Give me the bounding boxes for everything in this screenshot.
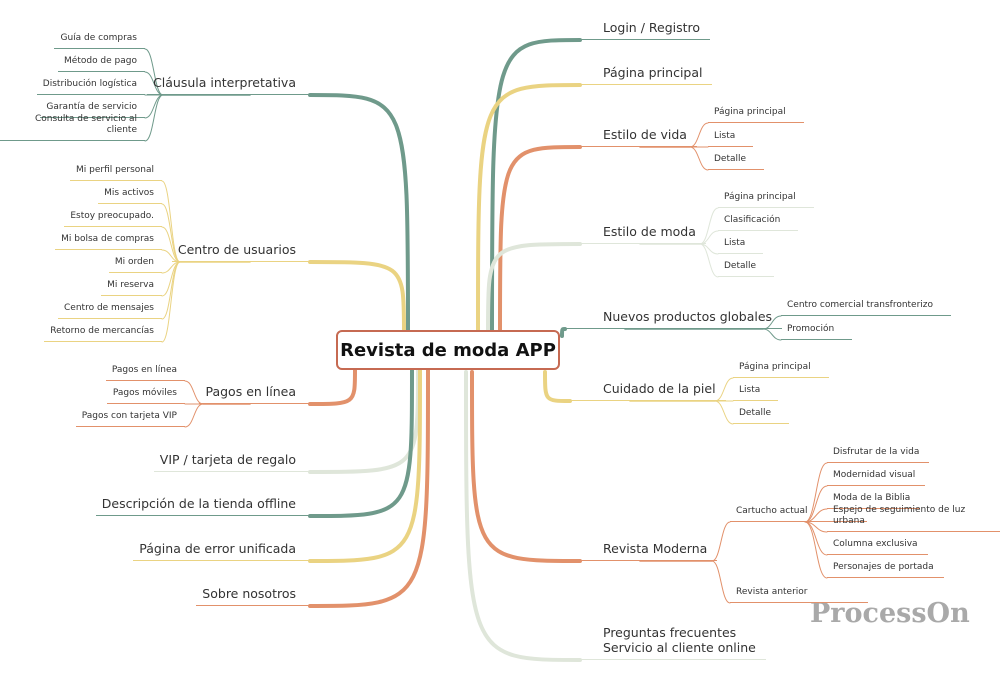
- subtopic-leaf[interactable]: Modernidad visual: [827, 470, 926, 486]
- subtopic[interactable]: Lista: [718, 238, 764, 254]
- subtopic-connector: [804, 521, 828, 579]
- branch-connector: [476, 83, 582, 332]
- subtopic[interactable]: Revista anterior: [730, 587, 868, 603]
- subtopic-connector: [161, 261, 181, 320]
- subtopic[interactable]: Pagos móviles: [106, 388, 185, 404]
- subtopic[interactable]: Pagos con tarjeta VIP: [75, 411, 185, 427]
- central-topic[interactable]: Revista de moda APP: [336, 330, 560, 370]
- subtopic[interactable]: Centro de mensajes: [58, 303, 162, 319]
- subtopic[interactable]: Mi reserva: [101, 280, 162, 296]
- subtopic[interactable]: Estoy preocupado.: [64, 211, 162, 227]
- subtopic[interactable]: Garantía de servicio: [40, 102, 145, 118]
- subtopic[interactable]: Detalle: [733, 408, 790, 424]
- branch-topic[interactable]: Estilo de vida: [580, 127, 697, 147]
- branch-connector: [308, 368, 430, 608]
- branch-connector: [308, 368, 420, 474]
- branch-connector: [486, 242, 582, 332]
- branch-topic[interactable]: VIP / tarjeta de regalo: [153, 452, 310, 472]
- subtopic-connector: [184, 403, 204, 428]
- subtopic-connector: [804, 485, 828, 523]
- branch-connector: [498, 145, 582, 332]
- subtopic[interactable]: Guía de compras: [54, 33, 145, 49]
- branch-connector: [470, 370, 582, 563]
- subtopic[interactable]: Página principal: [733, 362, 829, 378]
- processon-watermark: ProcessOn: [810, 598, 970, 629]
- subtopic[interactable]: Página principal: [718, 192, 814, 208]
- subtopic-connector: [144, 94, 164, 142]
- subtopic-connector: [762, 328, 782, 341]
- subtopic-leaf[interactable]: Columna exclusiva: [827, 539, 928, 555]
- branch-topic[interactable]: Cláusula interpretativa: [147, 75, 310, 95]
- subtopic-connector: [699, 207, 719, 245]
- subtopic[interactable]: Lista: [708, 131, 754, 147]
- branch-connector: [308, 368, 414, 518]
- branch-connector: [490, 38, 582, 332]
- subtopic[interactable]: Consulta de servicio al cliente: [0, 114, 145, 141]
- branch-topic[interactable]: Revista Moderna: [580, 541, 718, 561]
- subtopic-leaf[interactable]: Disfrutar de la vida: [827, 447, 930, 463]
- subtopic[interactable]: Página principal: [708, 107, 804, 123]
- branch-connector: [308, 260, 406, 334]
- branch-topic[interactable]: Nuevos productos globales: [565, 309, 783, 329]
- subtopic[interactable]: Método de pago: [58, 56, 145, 72]
- subtopic-connector: [804, 462, 828, 523]
- subtopic[interactable]: Pagos en línea: [105, 365, 185, 381]
- subtopic-connector: [711, 521, 731, 562]
- subtopic[interactable]: Detalle: [718, 261, 775, 277]
- branch-topic[interactable]: Centro de usuarios: [171, 242, 310, 262]
- subtopic[interactable]: Promoción: [781, 324, 853, 340]
- branch-topic[interactable]: Cuidado de la piel: [570, 381, 726, 401]
- subtopic-leaf[interactable]: Personajes de portada: [827, 562, 944, 578]
- subtopic-connector: [711, 560, 731, 604]
- subtopic-connector: [144, 94, 164, 119]
- subtopic-connector: [714, 400, 734, 425]
- branch-connector: [308, 368, 357, 406]
- subtopic[interactable]: Clasificación: [718, 215, 799, 231]
- subtopic[interactable]: Mi perfil personal: [70, 165, 162, 181]
- subtopic[interactable]: Detalle: [708, 154, 765, 170]
- subtopic[interactable]: Centro comercial transfronterizo: [781, 300, 952, 316]
- subtopic-leaf[interactable]: Espejo de seguimiento de luz urbana: [827, 505, 1000, 532]
- subtopic-connector: [144, 48, 164, 96]
- branch-connector: [560, 327, 567, 338]
- subtopic[interactable]: Mi bolsa de compras: [55, 234, 162, 250]
- branch-topic[interactable]: Preguntas frecuentes Servicio al cliente…: [580, 625, 766, 660]
- subtopic[interactable]: Mi orden: [108, 257, 162, 273]
- branch-topic[interactable]: Estilo de moda: [580, 224, 706, 244]
- subtopic[interactable]: Cartucho actual: [730, 506, 868, 522]
- subtopic[interactable]: Retorno de mercancías: [44, 326, 162, 342]
- subtopic[interactable]: Mis activos: [98, 188, 162, 204]
- branch-topic[interactable]: Página de error unificada: [133, 541, 310, 561]
- branch-topic[interactable]: Página principal: [580, 65, 713, 85]
- subtopic-connector: [161, 226, 181, 263]
- branch-connector: [543, 370, 572, 403]
- branch-connector: [308, 93, 410, 334]
- branch-connector: [308, 368, 422, 563]
- subtopic-connector: [161, 203, 181, 263]
- subtopic-leaf[interactable]: Moda de la Biblia: [827, 493, 921, 509]
- subtopic[interactable]: Lista: [733, 385, 779, 401]
- subtopic-connector: [699, 243, 719, 278]
- branch-topic[interactable]: Sobre nosotros: [196, 586, 310, 606]
- branch-topic[interactable]: Pagos en línea: [199, 384, 310, 404]
- subtopic-connector: [689, 146, 709, 171]
- branch-topic[interactable]: Descripción de la tienda offline: [95, 496, 310, 516]
- subtopic[interactable]: Distribución logística: [36, 79, 145, 95]
- subtopic-connector: [161, 261, 181, 343]
- branch-connector: [464, 370, 582, 662]
- branch-topic[interactable]: Login / Registro: [580, 20, 711, 40]
